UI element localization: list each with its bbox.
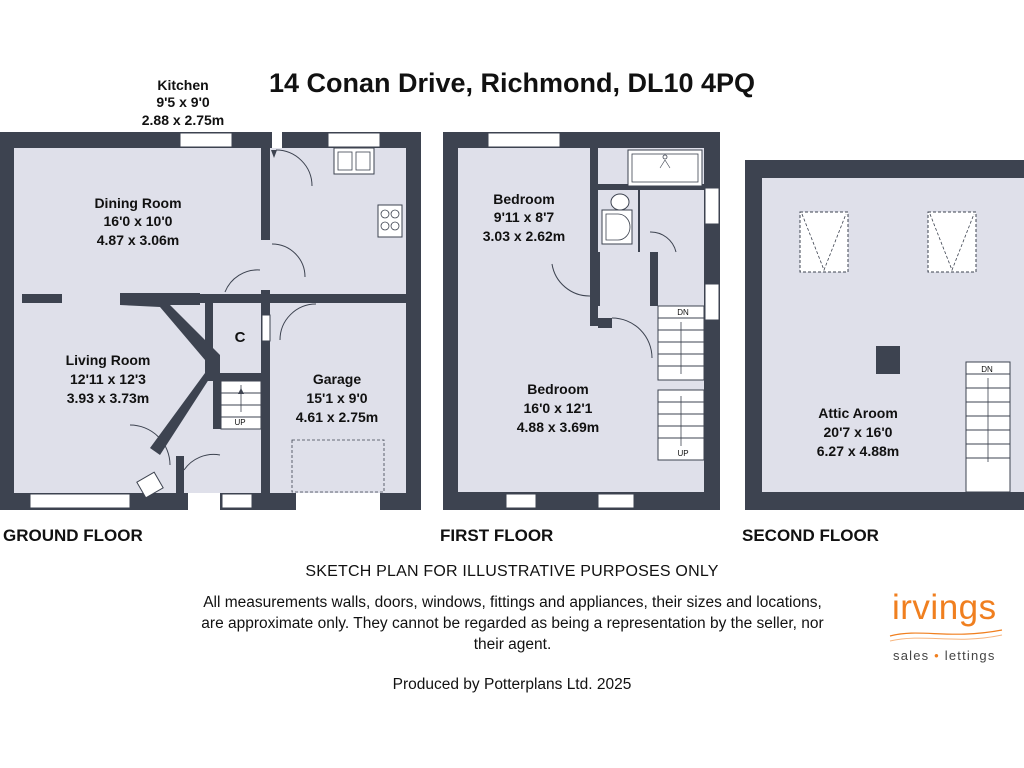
page-title: 14 Conan Drive, Richmond, DL10 4PQ bbox=[268, 68, 756, 98]
attic-imperial: 20'7 x 16'0 bbox=[824, 424, 893, 440]
kitchen-name: Kitchen bbox=[157, 77, 208, 93]
bedroom-small-imperial: 9'11 x 8'7 bbox=[494, 209, 555, 225]
room-labels: Kitchen 9'5 x 9'0 2.88 x 2.75m Dining Ro… bbox=[66, 77, 900, 459]
dining-metric: 4.87 x 3.06m bbox=[97, 232, 180, 248]
cupboard-label: C bbox=[235, 329, 246, 346]
bedroom-large-imperial: 16'0 x 12'1 bbox=[524, 400, 593, 416]
attic-metric: 6.27 x 4.88m bbox=[817, 443, 900, 459]
irvings-logo-swoosh bbox=[889, 629, 1003, 642]
living-metric: 3.93 x 3.73m bbox=[67, 390, 150, 406]
bedroom-small-name: Bedroom bbox=[493, 191, 554, 207]
bedroom-small-metric: 3.03 x 2.62m bbox=[483, 228, 566, 244]
dining-imperial: 16'0 x 10'0 bbox=[104, 213, 173, 229]
irvings-logo-tagline: sales • lettings bbox=[893, 648, 996, 663]
tagline-lettings: lettings bbox=[944, 648, 996, 663]
tagline-sales: sales bbox=[893, 648, 930, 663]
second-floor-label: SECOND FLOOR bbox=[742, 526, 879, 545]
sketch-plan-note: SKETCH PLAN FOR ILLUSTRATIVE PURPOSES ON… bbox=[305, 563, 719, 580]
produced-by-text: Produced by Potterplans Ltd. 2025 bbox=[392, 676, 632, 693]
first-stair-up-label: UP bbox=[677, 449, 688, 458]
garage-name: Garage bbox=[313, 371, 361, 387]
second-floor-plan bbox=[745, 160, 1024, 510]
first-stair-dn-label: DN bbox=[677, 308, 689, 317]
first-floor-plan bbox=[443, 132, 720, 510]
second-stair-dn-label: DN bbox=[981, 365, 993, 374]
garage-imperial: 15'1 x 9'0 bbox=[306, 390, 367, 406]
tagline-separator: • bbox=[934, 648, 940, 663]
garage-metric: 4.61 x 2.75m bbox=[296, 409, 379, 425]
attic-name: Attic Aroom bbox=[818, 405, 898, 421]
bedroom-large-metric: 4.88 x 3.69m bbox=[517, 419, 600, 435]
first-floor-label: FIRST FLOOR bbox=[440, 526, 554, 545]
kitchen-imperial: 9'5 x 9'0 bbox=[156, 94, 210, 110]
dining-name: Dining Room bbox=[94, 195, 181, 211]
bedroom-large-name: Bedroom bbox=[527, 381, 588, 397]
kitchen-metric: 2.88 x 2.75m bbox=[142, 112, 225, 128]
ground-floor-plan bbox=[0, 132, 421, 510]
ground-floor-label: GROUND FLOOR bbox=[3, 526, 143, 545]
living-name: Living Room bbox=[66, 352, 151, 368]
disclaimer-text: All measurements walls, doors, windows, … bbox=[201, 594, 824, 653]
ground-stair-up-label: UP bbox=[234, 418, 245, 427]
stair-labels: UP DN UP DN bbox=[234, 308, 993, 458]
irvings-logo-wordmark: irvings bbox=[892, 588, 997, 627]
living-imperial: 12'11 x 12'3 bbox=[70, 371, 146, 387]
